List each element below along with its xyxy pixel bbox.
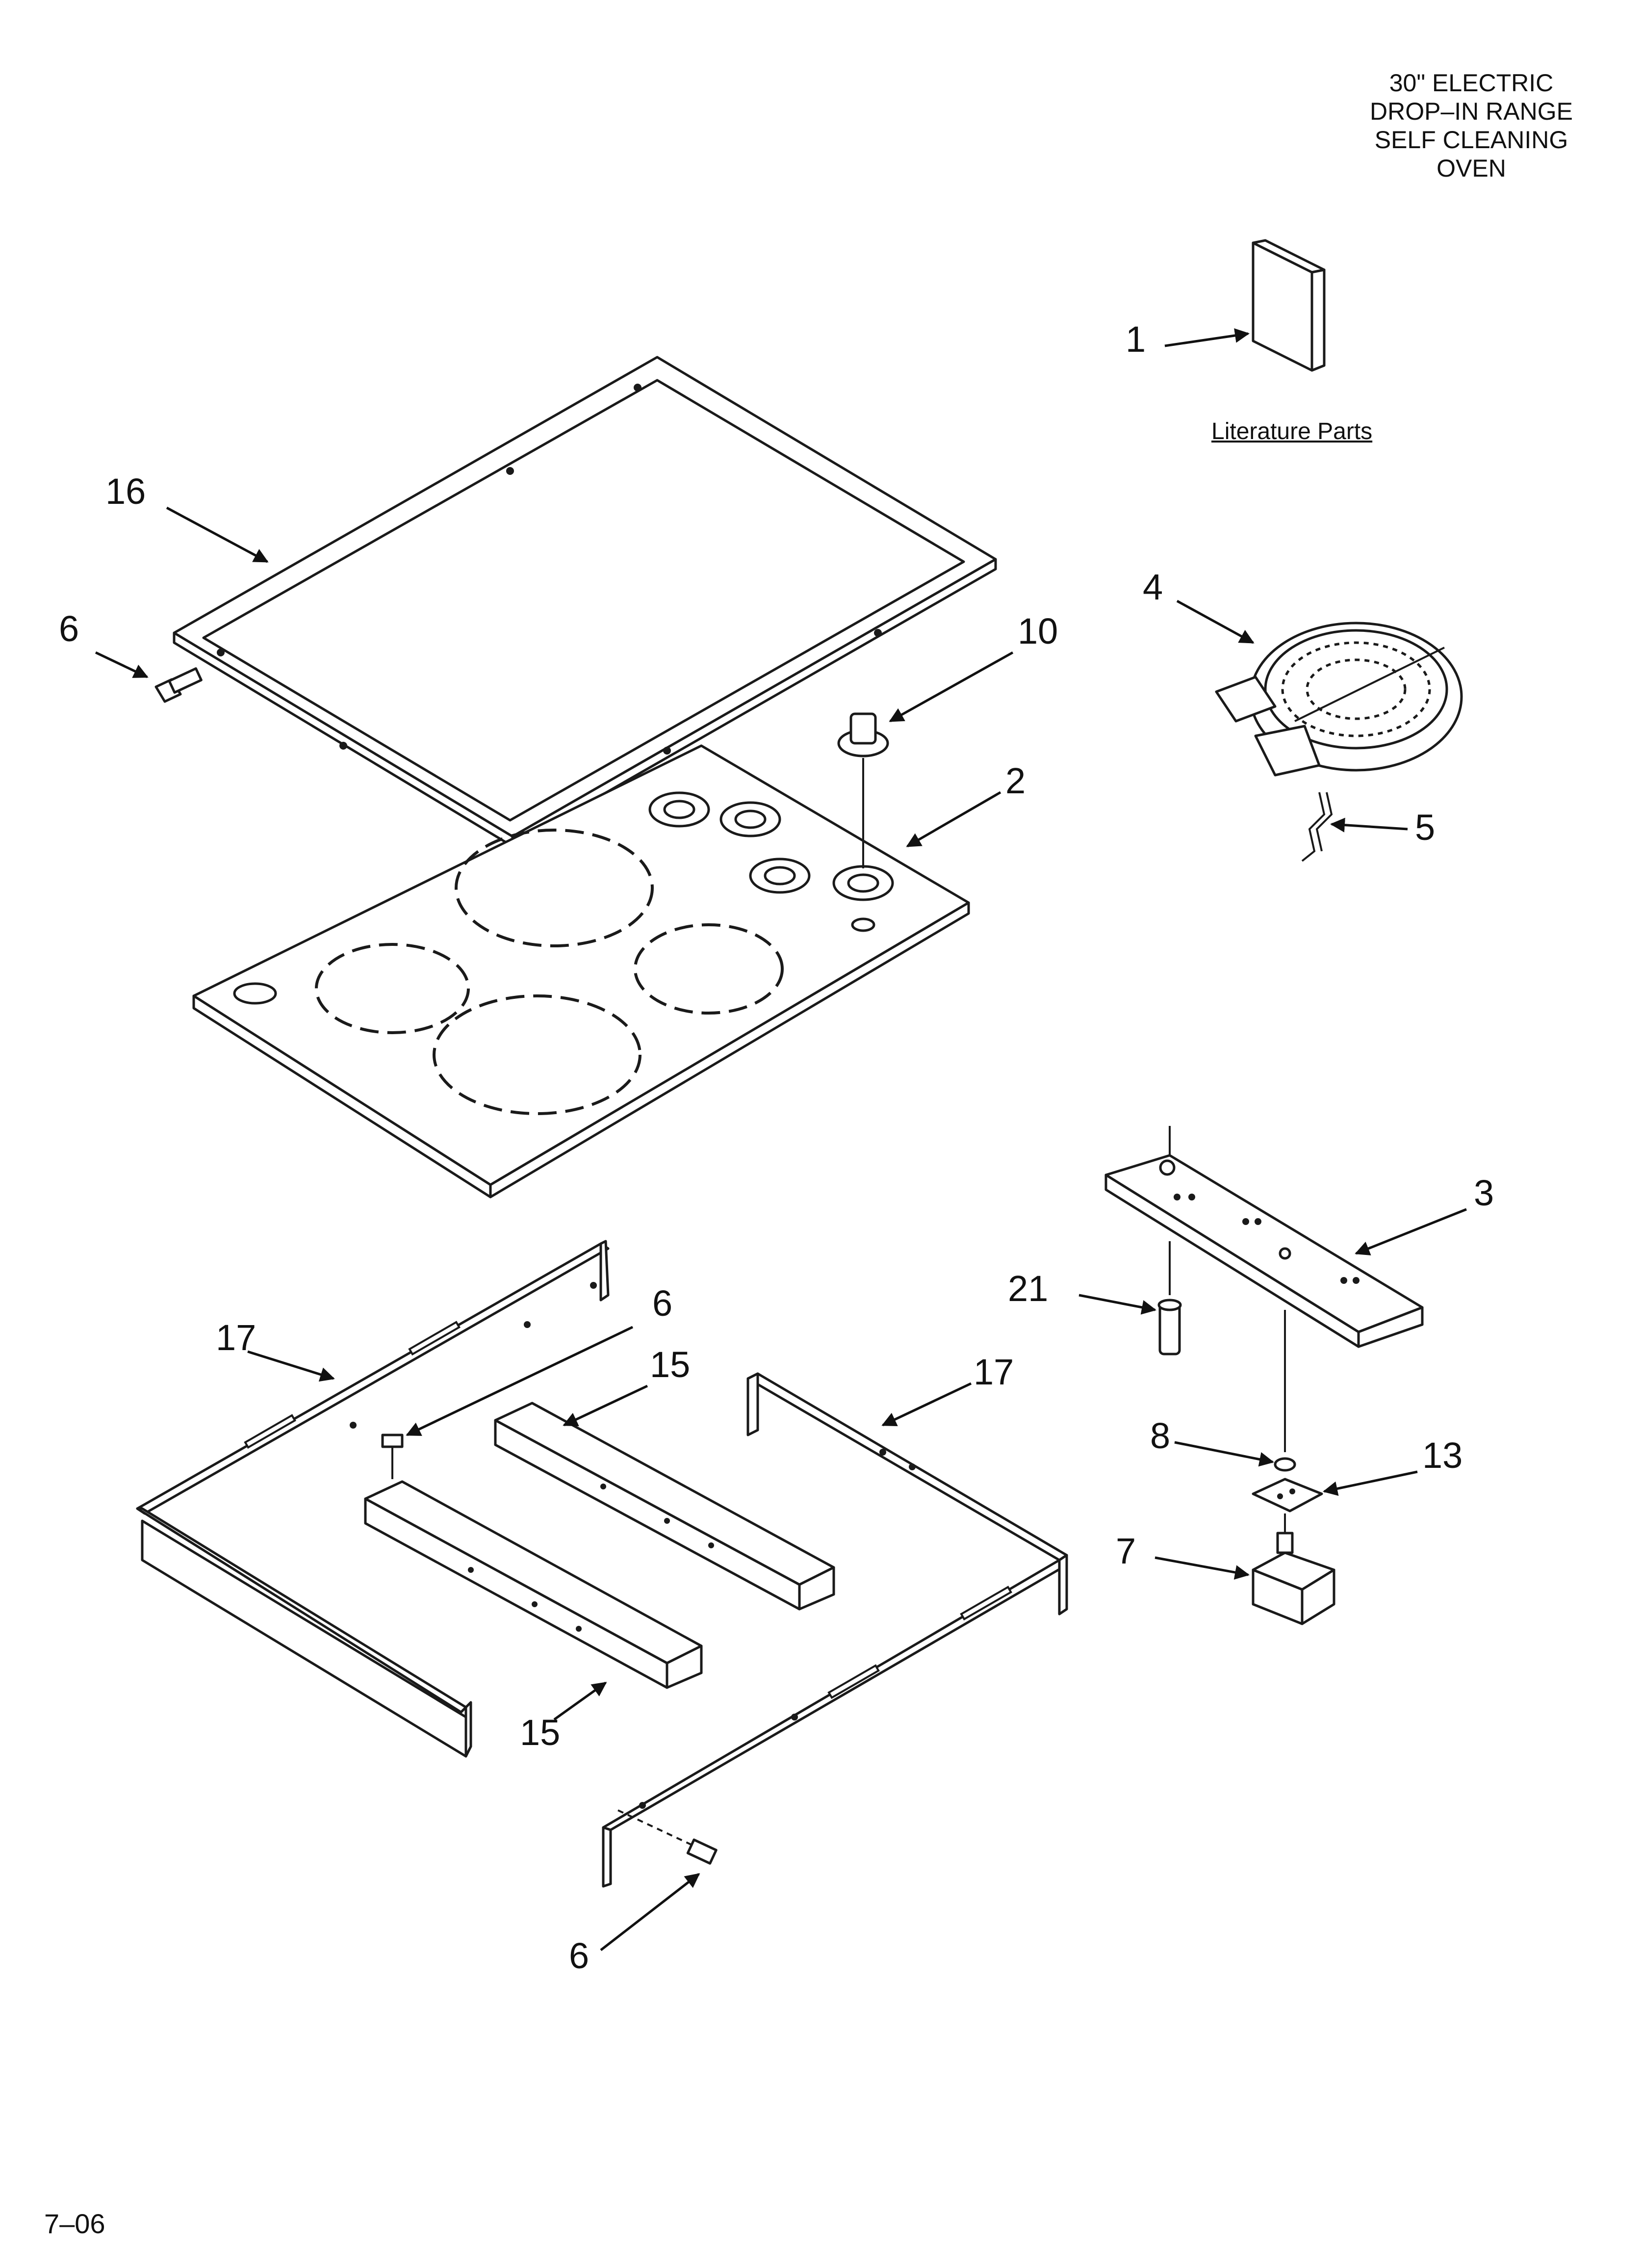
knob-openings — [648, 791, 894, 901]
callout-1: 1 — [1126, 319, 1146, 360]
revision-code: 7–06 — [44, 2208, 105, 2239]
callout-8: 8 — [1150, 1415, 1171, 1456]
element-clip-part — [1301, 792, 1333, 862]
support-pin-part — [1157, 1241, 1182, 1356]
crossbar-front-part — [364, 1480, 703, 1689]
callout-4: 4 — [1143, 567, 1163, 607]
callout-7: 7 — [1116, 1531, 1136, 1571]
screw-part-top — [154, 667, 203, 703]
callout-6-top: 6 — [59, 608, 79, 649]
title-line-1: 30" ELECTRIC — [1389, 69, 1554, 97]
radiant-element-part — [1215, 622, 1463, 777]
callout-6-middle: 6 — [652, 1283, 673, 1324]
title-line-2: DROP–IN RANGE — [1370, 98, 1573, 125]
title-line-4: OVEN — [1437, 155, 1506, 182]
callout-21: 21 — [1008, 1268, 1049, 1309]
callout-15-bottom: 15 — [520, 1712, 561, 1753]
glass-cooktop-part — [192, 744, 970, 1199]
callout-17-right: 17 — [974, 1352, 1014, 1392]
trim-frame-part — [173, 356, 997, 848]
diagram-title: 30" ELECTRIC DROP–IN RANGE SELF CLEANING… — [1324, 69, 1618, 182]
callout-17-left: 17 — [216, 1317, 257, 1358]
crossbar-rear-part — [494, 1402, 835, 1611]
side-rail-left-part — [136, 1240, 610, 1758]
literature-parts-label: Literature Parts — [1211, 418, 1373, 444]
callout-16: 16 — [105, 471, 146, 512]
leveler-assembly-part — [1252, 1310, 1335, 1625]
callout-5: 5 — [1415, 807, 1436, 848]
callout-10: 10 — [1018, 611, 1058, 652]
mounting-bracket-part — [1104, 1126, 1424, 1348]
screw-part-bottom — [617, 1809, 718, 1865]
literature-booklet-part — [1252, 239, 1326, 372]
screw-part-middle — [381, 1434, 404, 1479]
control-knob-part — [837, 712, 889, 868]
callout-2: 2 — [1005, 760, 1026, 801]
callout-13: 13 — [1422, 1435, 1463, 1476]
callout-15-top: 15 — [650, 1344, 691, 1385]
side-rail-right-part — [602, 1372, 1068, 1888]
callout-6-bottom: 6 — [569, 1935, 590, 1976]
leader-lines — [95, 328, 1467, 1951]
callout-3: 3 — [1474, 1173, 1494, 1213]
title-line-3: SELF CLEANING — [1374, 126, 1568, 154]
